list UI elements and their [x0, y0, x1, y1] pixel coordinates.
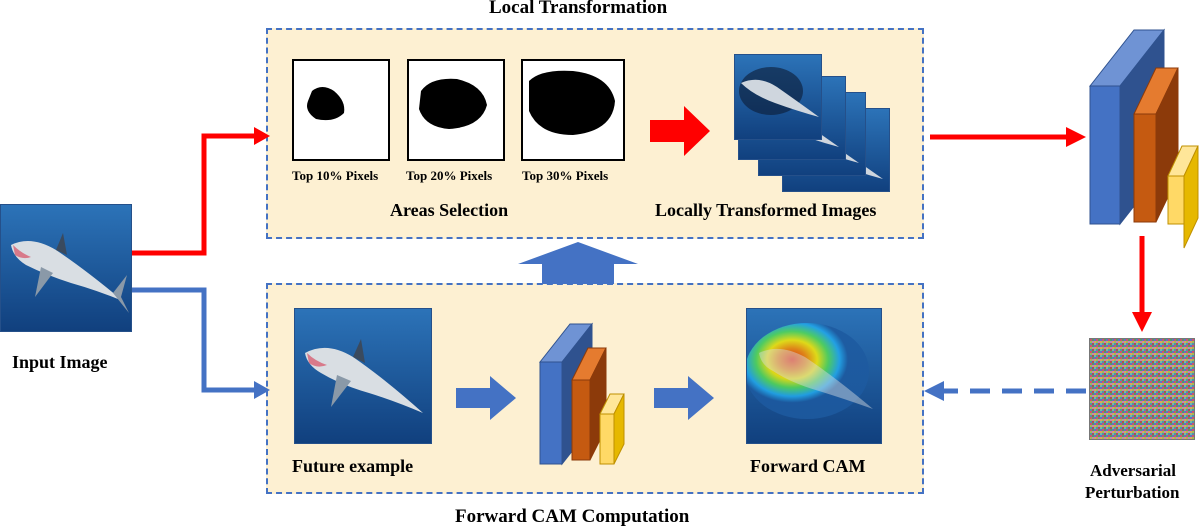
- dashed-arrow-from-perturbation: [924, 381, 1086, 401]
- local-transformation-title: Local Transformation: [489, 0, 668, 18]
- future-example-image: [294, 308, 432, 444]
- mask-top-30: [521, 59, 625, 161]
- future-example-label: Future example: [292, 456, 414, 476]
- red-block-arrow: [650, 106, 710, 156]
- mask-caption-20: Top 20% Pixels: [406, 168, 493, 183]
- input-image-label: Input Image: [12, 352, 108, 372]
- locally-transformed-images-label: Locally Transformed Images: [655, 200, 877, 220]
- blue-path-to-forward: [132, 287, 270, 399]
- cnn-middle: [538, 322, 625, 466]
- cnn-right: [1088, 28, 1199, 249]
- forward-cam-label: Forward CAM: [750, 456, 866, 476]
- blue-block-arrow-1: [456, 376, 516, 420]
- red-path-to-local: [132, 127, 270, 256]
- mask-caption-10: Top 10% Pixels: [292, 168, 379, 183]
- forward-cam-computation-title: Forward CAM Computation: [455, 506, 690, 527]
- blue-up-arrow: [518, 242, 638, 284]
- areas-selection-label: Areas Selection: [390, 200, 509, 220]
- mask-top-20: [407, 59, 505, 161]
- mask-top-10: [292, 59, 390, 161]
- red-arrow-to-perturbation: [1132, 236, 1152, 332]
- adversarial-perturbation-image: [1089, 338, 1195, 440]
- forward-cam-image: [746, 308, 882, 444]
- blue-block-arrow-2: [654, 376, 714, 420]
- adversarial-label-line1: Adversarial: [1090, 461, 1176, 480]
- transformed-image-1: [734, 54, 822, 140]
- red-arrow-to-cnn: [930, 127, 1086, 147]
- input-image: [0, 204, 132, 332]
- mask-caption-30: Top 30% Pixels: [522, 168, 609, 183]
- adversarial-label-line2: Perturbation: [1085, 483, 1180, 502]
